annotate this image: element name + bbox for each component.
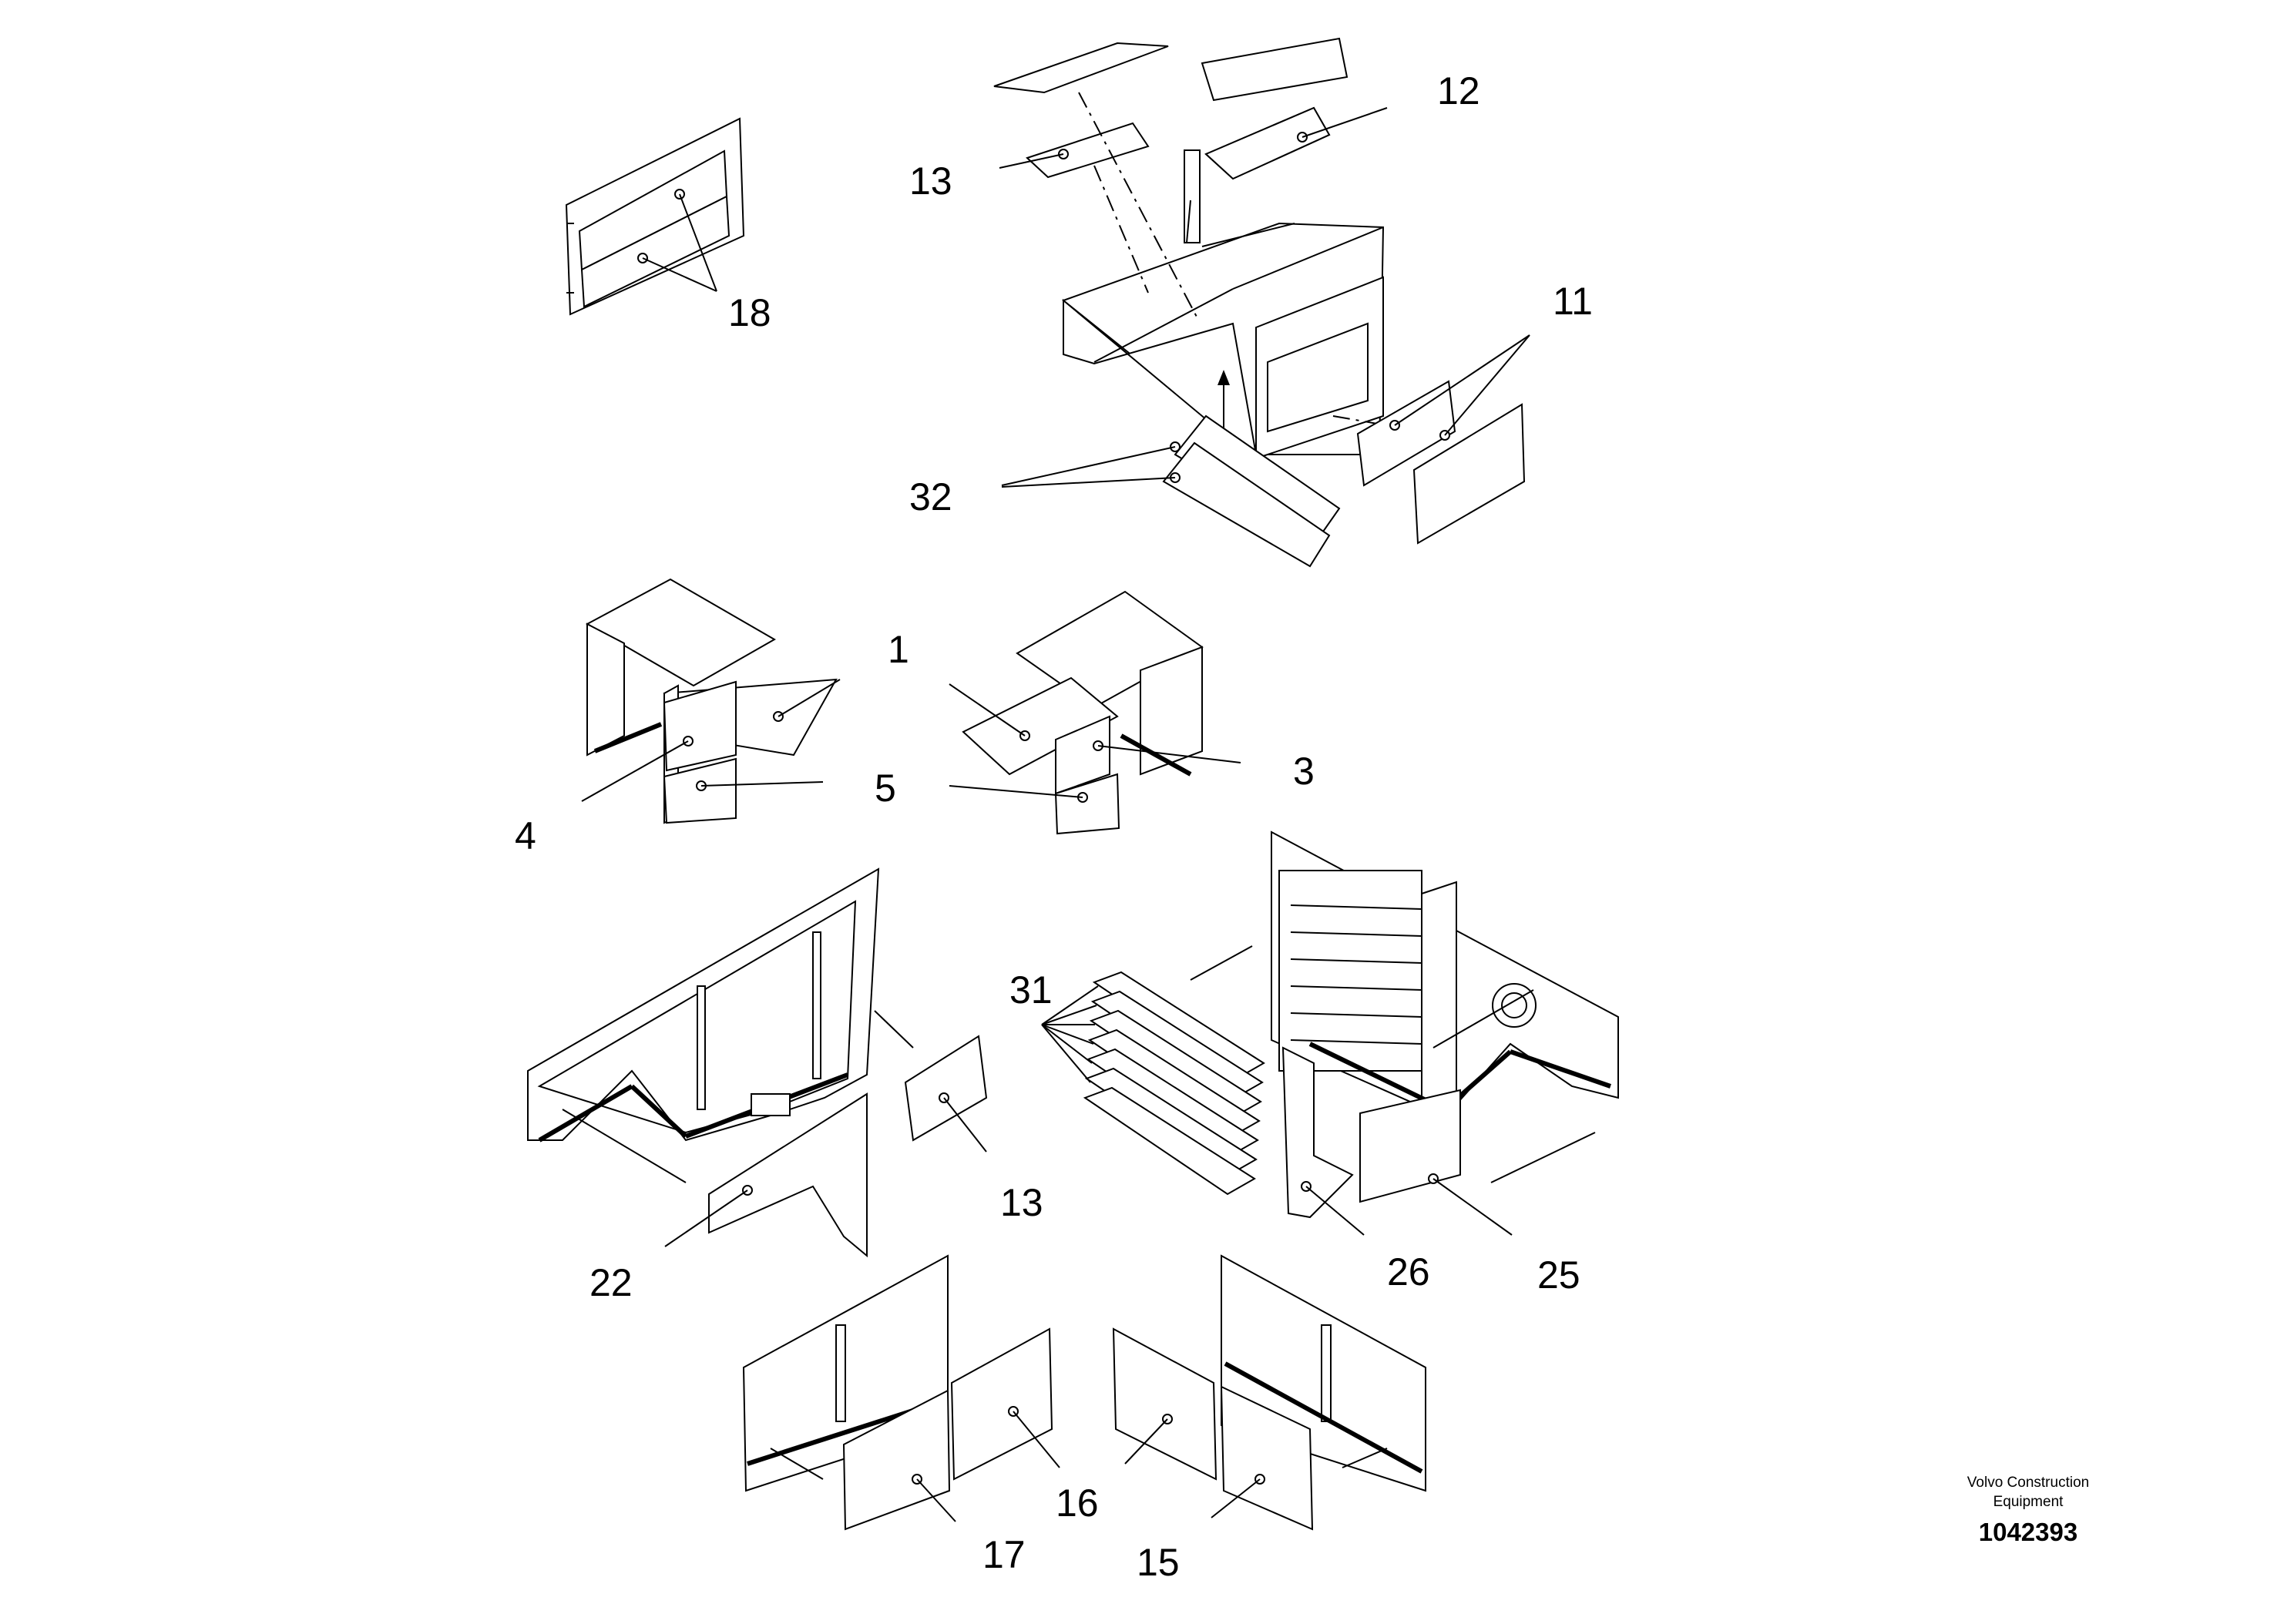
callout-13-top: 13 bbox=[909, 159, 952, 203]
bottom-left-panel bbox=[742, 1254, 1060, 1531]
callout-26: 26 bbox=[1387, 1250, 1430, 1293]
callout-32: 32 bbox=[909, 475, 952, 518]
pads-11 bbox=[1356, 334, 1530, 545]
callout-15: 15 bbox=[1137, 1541, 1180, 1584]
brand-line-1: Volvo Construction bbox=[1967, 1475, 2089, 1491]
callout-18: 18 bbox=[728, 291, 771, 334]
callout-31: 31 bbox=[1009, 968, 1053, 1012]
brand-line-2: Equipment bbox=[1993, 1494, 2064, 1510]
callout-1: 1 bbox=[888, 628, 909, 671]
callout-16: 16 bbox=[1056, 1481, 1099, 1525]
callout-5: 5 bbox=[875, 767, 896, 810]
callout-13-lower: 13 bbox=[1000, 1181, 1043, 1224]
bottom-right-panel bbox=[1112, 1254, 1426, 1531]
pad-26 bbox=[1281, 1046, 1365, 1236]
callout-4: 4 bbox=[515, 814, 536, 857]
pad-25 bbox=[1359, 1089, 1513, 1236]
left-lower-panel bbox=[527, 867, 988, 1258]
side-panel-18 bbox=[565, 117, 745, 316]
callout-11: 11 bbox=[1553, 280, 1593, 323]
cab-frame bbox=[993, 37, 1422, 460]
callout-22: 22 bbox=[589, 1261, 633, 1304]
callout-12: 12 bbox=[1437, 69, 1480, 112]
callout-25: 25 bbox=[1537, 1253, 1580, 1297]
pad-13-top bbox=[999, 149, 1069, 169]
document-number: 1042393 bbox=[1979, 1518, 2077, 1546]
right-console-box bbox=[949, 590, 1241, 835]
callout-3: 3 bbox=[1293, 750, 1315, 793]
left-console-box bbox=[581, 578, 841, 824]
pads-32 bbox=[1001, 414, 1341, 568]
pad-12 bbox=[1204, 106, 1388, 180]
right-lower-panel bbox=[1190, 830, 1619, 1183]
pads-31 bbox=[1041, 971, 1265, 1196]
callout-17: 17 bbox=[982, 1533, 1026, 1576]
